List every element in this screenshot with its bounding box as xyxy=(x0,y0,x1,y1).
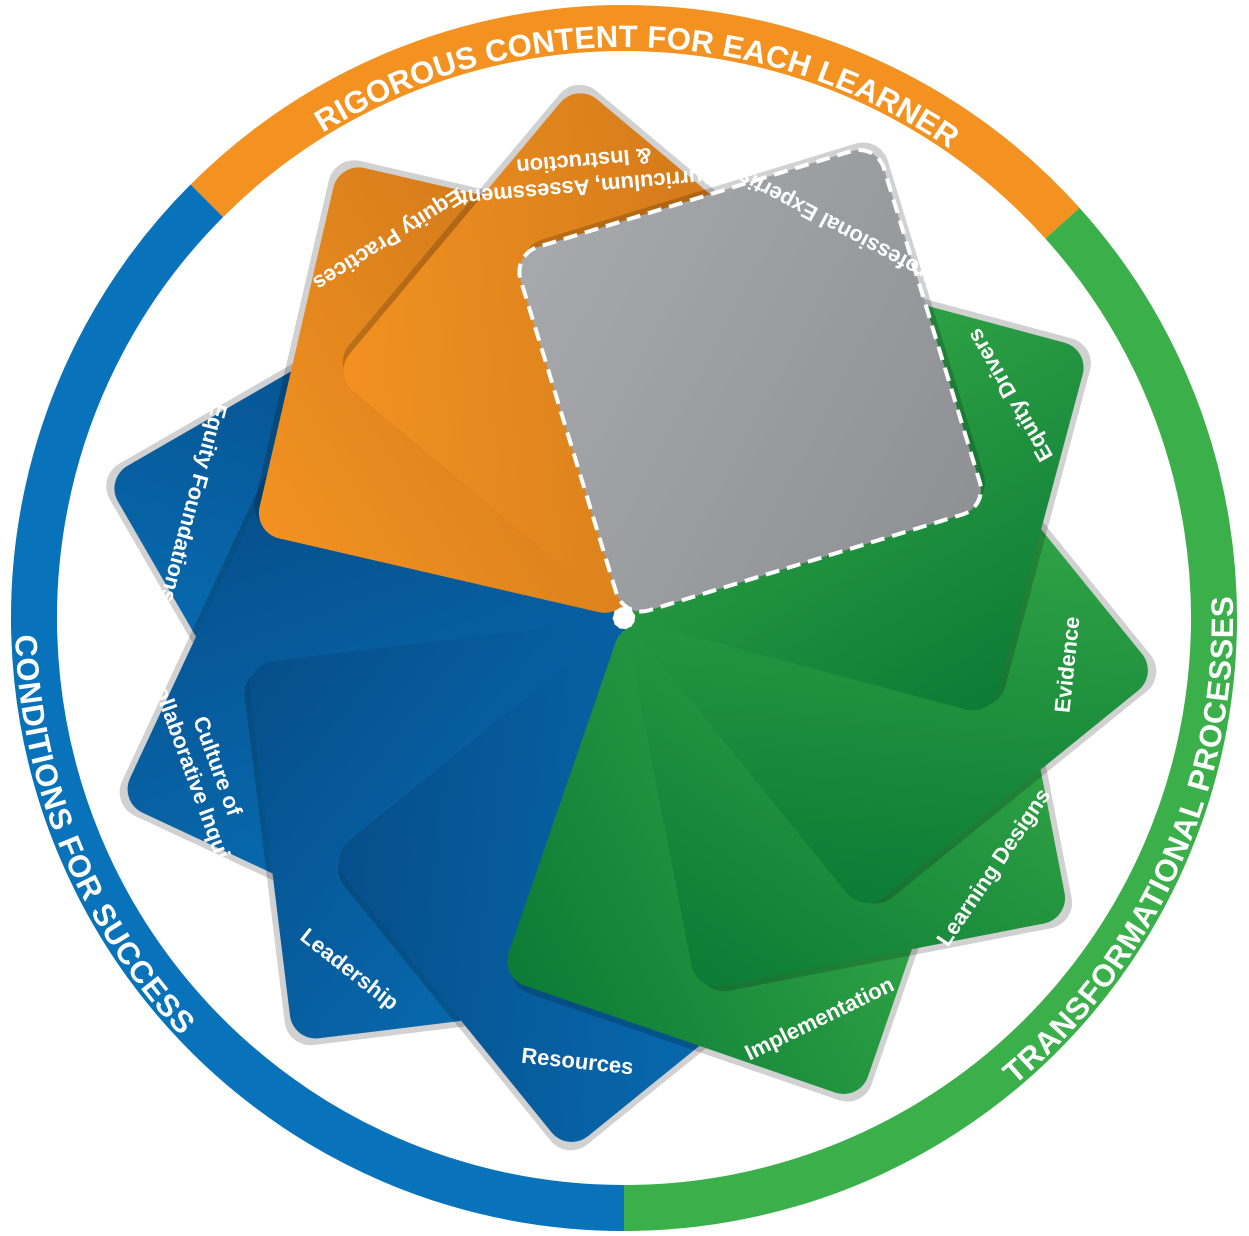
card-shape-professional-expertise xyxy=(517,147,983,614)
ring-segment-conditions-for-success xyxy=(11,184,625,1231)
ring-segment-transformational-processes xyxy=(623,207,1237,1231)
ring-segment-rigorous-content xyxy=(190,5,1080,239)
